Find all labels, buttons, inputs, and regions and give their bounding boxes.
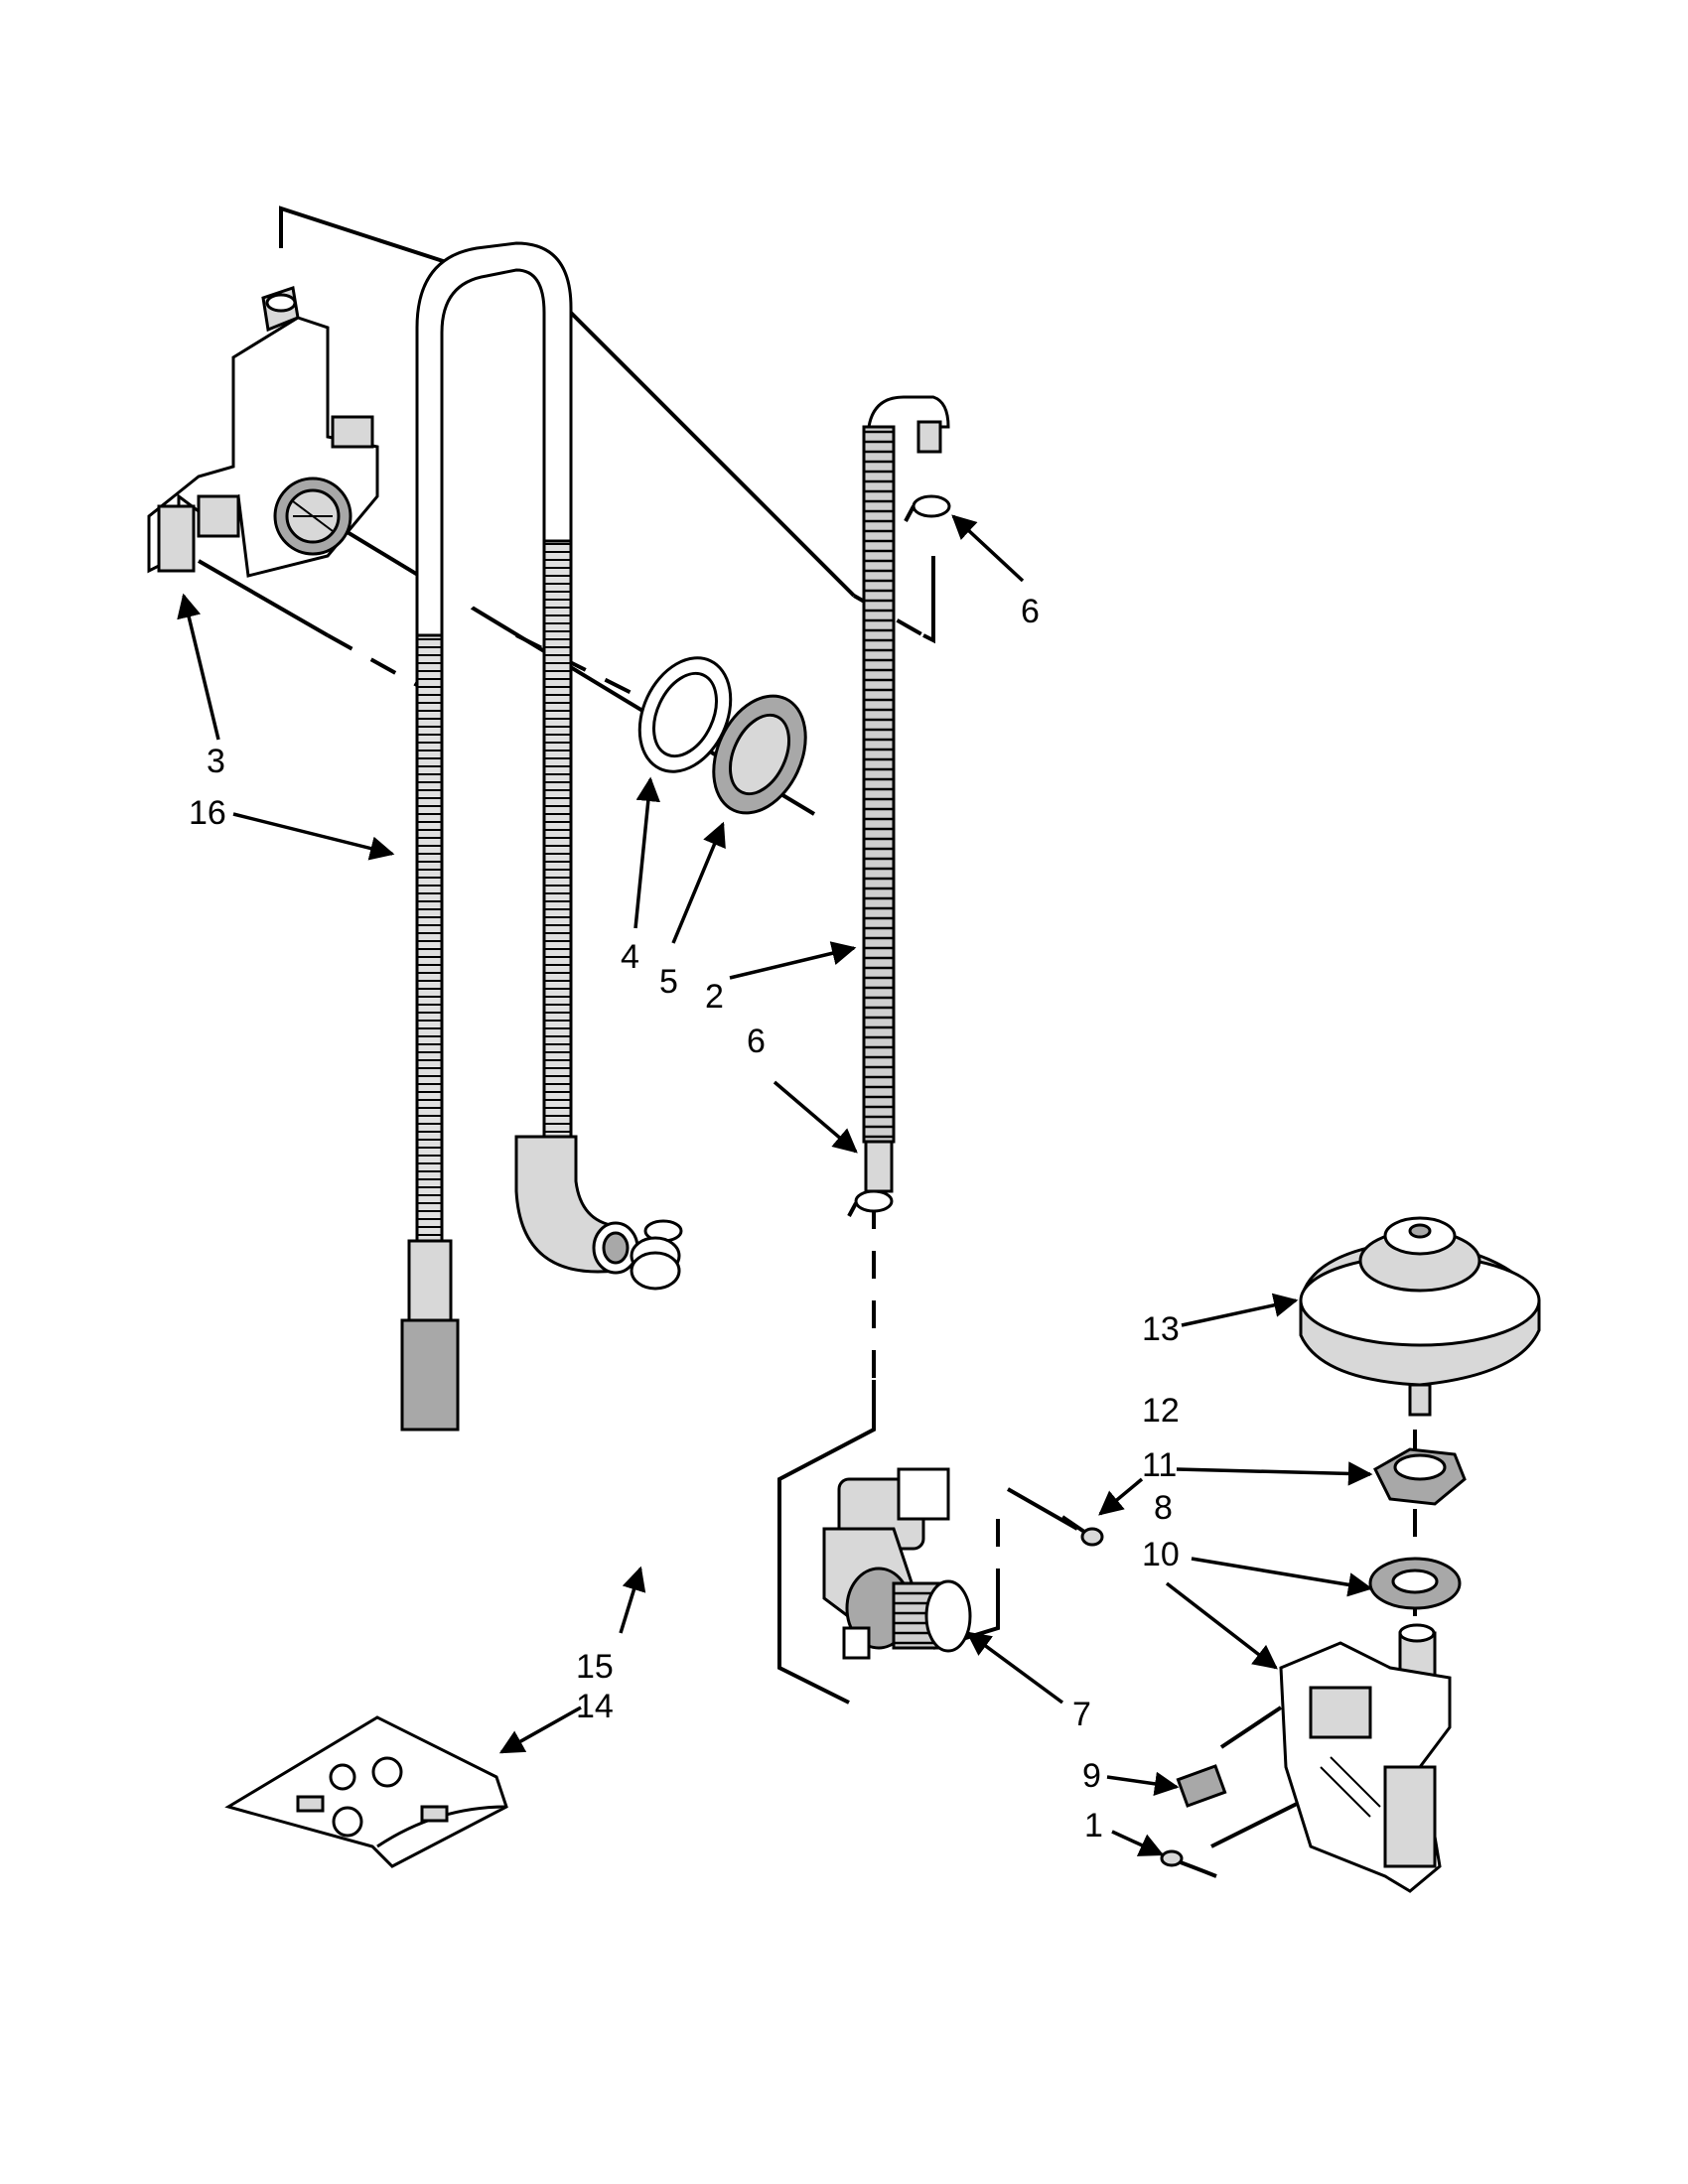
- callout-8: 8: [1154, 1489, 1173, 1527]
- water-inlet-valve-part-7: [822, 1467, 972, 1660]
- callout-13: 13: [1142, 1310, 1180, 1348]
- fill-hose-part-2: [862, 395, 950, 1193]
- screw-part-8: [1060, 1515, 1104, 1547]
- callout-9: 9: [1082, 1757, 1101, 1795]
- callout-7: 7: [1072, 1696, 1091, 1733]
- callout-arrows: [177, 514, 1373, 1856]
- callout-10: 10: [1142, 1536, 1180, 1573]
- callout-16: 16: [189, 794, 226, 832]
- callout-15: 15: [576, 1648, 614, 1686]
- callout-14: 14: [576, 1688, 614, 1725]
- callout-4: 4: [621, 938, 639, 976]
- parts-bag-part-14: [224, 1715, 508, 1868]
- vent-bracket-part-3: [147, 286, 379, 578]
- callout-6-bottom: 6: [747, 1023, 766, 1060]
- float-part-13: [1299, 1216, 1541, 1417]
- callout-2: 2: [705, 978, 724, 1016]
- callout-11: 11: [1142, 1446, 1177, 1484]
- float-nut-part-12: [1373, 1447, 1467, 1506]
- callout-12: 12: [1142, 1392, 1180, 1430]
- float-switch-part-9: [1176, 1764, 1227, 1808]
- float-gasket-part-11: [1368, 1557, 1462, 1610]
- assembly-lines: [198, 205, 1417, 1848]
- wire-harness-part-1: [1160, 1849, 1217, 1878]
- hose-nut-part-5: [712, 694, 807, 815]
- callout-6-top: 6: [1021, 593, 1040, 630]
- hose-clamp-part-6-top: [904, 494, 951, 522]
- callout-1: 1: [1084, 1807, 1103, 1844]
- spring-clamp-part-15: [630, 1219, 683, 1291]
- callout-labels: 6 3 16 4 5 2 6 13 12 11 8 10 15 14 7 9 1: [189, 593, 1180, 1844]
- gasket-ring-part-4: [637, 656, 733, 773]
- hose-clamp-part-6-bottom: [847, 1189, 894, 1217]
- float-switch-bracket-part-10: [1279, 1623, 1452, 1893]
- callout-5: 5: [659, 963, 678, 1001]
- drain-hose-part-16: [400, 241, 639, 1432]
- callout-3: 3: [207, 743, 225, 780]
